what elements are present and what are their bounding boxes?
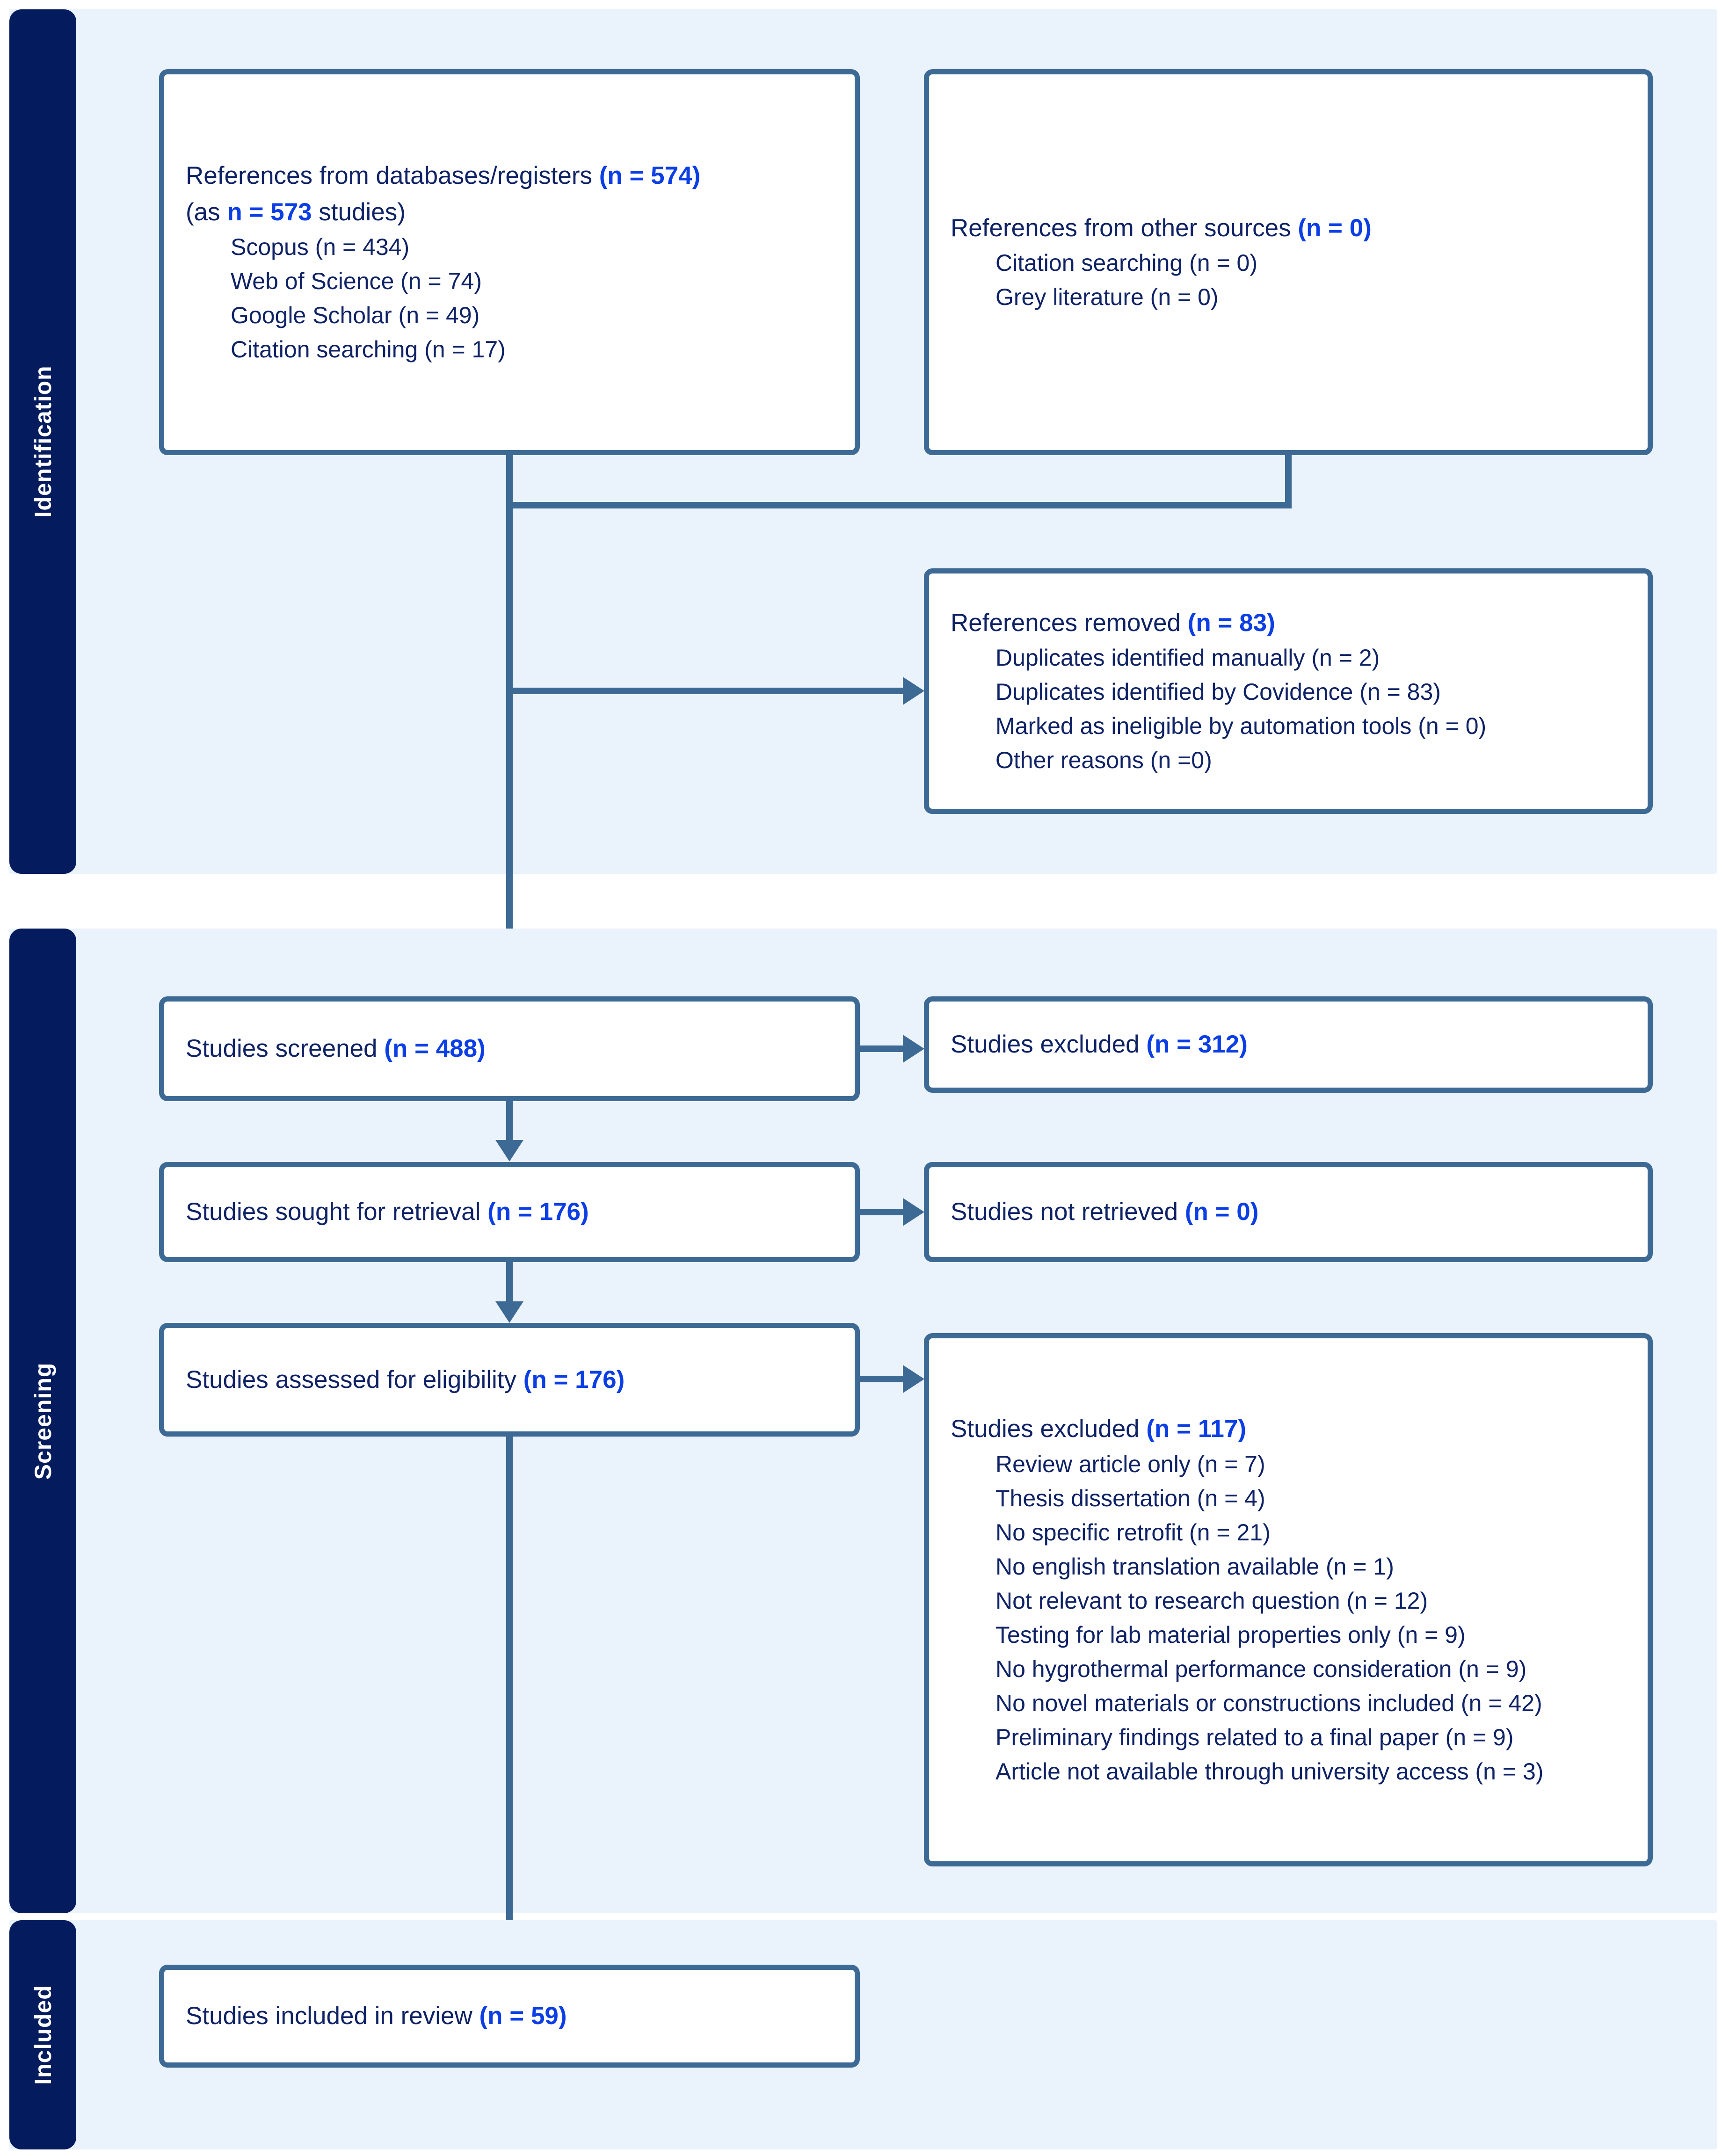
- box-studies-excluded-screening: Studies excluded (n = 312): [924, 996, 1653, 1093]
- box-studies-included-review: Studies included in review (n = 59): [159, 1965, 860, 2068]
- screened-title-text: Studies screened: [186, 1035, 385, 1063]
- sought-title-count: (n = 176): [487, 1198, 589, 1226]
- arrow-sought-to-assessed: [495, 1301, 523, 1323]
- removed-item: Other reasons (n =0): [995, 747, 1212, 774]
- removed-title-count: (n = 83): [1187, 609, 1275, 637]
- databases-item: Web of Science (n = 74): [231, 268, 482, 294]
- databases-second-count: n = 573: [227, 198, 312, 226]
- databases-title-count: (n = 574): [599, 162, 701, 190]
- box-studies-sought-for-retrieval: Studies sought for retrieval (n = 176): [159, 1162, 860, 1262]
- removed-item: Duplicates identified manually (n = 2): [995, 645, 1380, 671]
- connector-merge-bar: [506, 502, 1292, 508]
- excluded-screen-title-line: Studies excluded (n = 312): [951, 1026, 1626, 1062]
- assessed-title-text: Studies assessed for eligibility: [186, 1365, 523, 1394]
- databases-item: Scopus (n = 434): [231, 233, 410, 260]
- databases-second-suffix: studies): [312, 198, 406, 226]
- databases-item: Citation searching (n = 17): [231, 336, 506, 363]
- not-retrieved-title-text: Studies not retrieved: [951, 1198, 1185, 1226]
- excluded-screen-title-text: Studies excluded: [951, 1031, 1147, 1059]
- arrow-sought-to-not-retrieved: [903, 1198, 924, 1226]
- excluded-full-item: Thesis dissertation (n = 4): [995, 1485, 1265, 1511]
- other-sources-title-line: References from other sources (n = 0): [951, 210, 1626, 246]
- sought-title-text: Studies sought for retrieval: [186, 1198, 488, 1226]
- excluded-full-title-text: Studies excluded: [951, 1415, 1147, 1443]
- excluded-full-item: Testing for lab material properties only…: [995, 1621, 1466, 1648]
- databases-second-prefix: (as: [186, 198, 227, 226]
- arrow-screened-to-sought: [495, 1140, 523, 1161]
- connector-to-removed: [506, 688, 904, 694]
- other-sources-title-text: References from other sources: [951, 214, 1298, 242]
- databases-title-text: References from databases/registers: [186, 162, 599, 190]
- excluded-full-item: No specific retrofit (n = 21): [995, 1519, 1271, 1546]
- stage-label-included-text: Included: [29, 1985, 56, 2085]
- box-studies-not-retrieved: Studies not retrieved (n = 0): [924, 1162, 1653, 1262]
- connector-assessed-to-included: [506, 1437, 513, 1960]
- arrow-to-removed: [903, 677, 924, 705]
- connector-screened-to-sought: [506, 1101, 513, 1143]
- removed-title-line: References removed (n = 83): [951, 605, 1626, 641]
- box-references-other-sources: References from other sources (n = 0) Ci…: [924, 69, 1653, 455]
- assessed-title-line: Studies assessed for eligibility (n = 17…: [186, 1362, 833, 1398]
- arrow-screened-to-excluded: [903, 1035, 924, 1063]
- stage-label-screening-text: Screening: [29, 1362, 56, 1480]
- stage-label-screening: Screening: [9, 929, 76, 1913]
- assessed-title-count: (n = 176): [523, 1365, 625, 1394]
- databases-item: Google Scholar (n = 49): [231, 302, 480, 328]
- connector-other-sources-stub: [1285, 455, 1292, 502]
- screened-title-count: (n = 488): [384, 1035, 486, 1063]
- connector-assessed-to-excluded-reasons: [860, 1376, 904, 1382]
- excluded-full-title-count: (n = 117): [1146, 1415, 1246, 1443]
- not-retrieved-title-line: Studies not retrieved (n = 0): [951, 1194, 1626, 1230]
- screened-title-line: Studies screened (n = 488): [186, 1031, 833, 1067]
- stage-label-identification-text: Identification: [29, 365, 56, 518]
- excluded-full-item: Article not available through university…: [995, 1758, 1544, 1785]
- excluded-full-title-line: Studies excluded (n = 117): [951, 1411, 1626, 1447]
- excluded-full-item: No hygrothermal performance consideratio…: [995, 1655, 1527, 1682]
- included-title-text: Studies included in review: [186, 2002, 480, 2030]
- excluded-full-item: Preliminary findings related to a final …: [995, 1724, 1514, 1750]
- connector-identification-to-screening: [506, 502, 513, 985]
- arrow-assessed-to-excluded-reasons: [903, 1365, 924, 1393]
- stage-label-included: Included: [9, 1920, 76, 2149]
- excluded-screen-title-count: (n = 312): [1146, 1031, 1248, 1059]
- box-references-databases: References from databases/registers (n =…: [159, 69, 860, 455]
- databases-title-line: References from databases/registers (n =…: [186, 158, 833, 194]
- stage-label-identification: Identification: [9, 9, 76, 874]
- box-studies-screened: Studies screened (n = 488): [159, 996, 860, 1101]
- excluded-full-item: Not relevant to research question (n = 1…: [995, 1587, 1428, 1614]
- box-studies-excluded-reasons: Studies excluded (n = 117) Review articl…: [924, 1333, 1653, 1866]
- box-references-removed: References removed (n = 83) Duplicates i…: [924, 568, 1653, 814]
- removed-item: Marked as ineligible by automation tools…: [995, 713, 1487, 740]
- connector-databases-stub: [506, 455, 513, 502]
- databases-studies-line: (as n = 573 studies): [186, 194, 833, 230]
- included-title-count: (n = 59): [479, 2002, 567, 2030]
- connector-screened-to-excluded: [860, 1045, 904, 1052]
- removed-item: Duplicates identified by Covidence (n = …: [995, 679, 1441, 705]
- other-sources-title-count: (n = 0): [1298, 214, 1372, 242]
- included-title-line: Studies included in review (n = 59): [186, 1998, 833, 2034]
- other-sources-item: Grey literature (n = 0): [995, 284, 1219, 311]
- connector-sought-to-not-retrieved: [860, 1209, 904, 1215]
- excluded-full-item: No novel materials or constructions incl…: [995, 1690, 1542, 1716]
- removed-title-text: References removed: [951, 609, 1188, 637]
- connector-sought-to-assessed: [506, 1262, 513, 1304]
- not-retrieved-title-count: (n = 0): [1184, 1198, 1259, 1226]
- other-sources-item: Citation searching (n = 0): [995, 250, 1258, 276]
- box-studies-assessed-eligibility: Studies assessed for eligibility (n = 17…: [159, 1323, 860, 1437]
- excluded-full-item: Review article only (n = 7): [995, 1451, 1265, 1477]
- sought-title-line: Studies sought for retrieval (n = 176): [186, 1194, 833, 1230]
- excluded-full-item: No english translation available (n = 1): [995, 1553, 1394, 1580]
